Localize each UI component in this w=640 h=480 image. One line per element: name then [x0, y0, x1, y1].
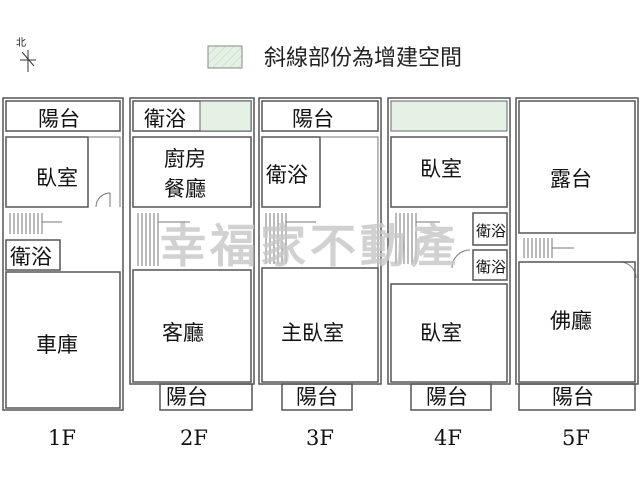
floor-label: 5F — [562, 426, 590, 450]
room-label: 衛浴 — [266, 163, 308, 187]
room-5f-terrace — [518, 100, 636, 234]
extension-area — [199, 100, 252, 132]
room-label: 臥室 — [36, 166, 78, 190]
stair-icon — [9, 213, 62, 234]
room-label: 車庫 — [36, 333, 78, 357]
room-1f-bedroom — [5, 136, 89, 208]
room-4f-bedroom-bottom — [390, 283, 508, 383]
room-3f-master — [261, 267, 379, 383]
room-3f-bath — [261, 136, 321, 208]
room-2f-living — [132, 269, 252, 383]
room-label: 陽台 — [552, 385, 594, 409]
room-4f-bath-1 — [472, 212, 508, 246]
legend-text: 斜線部份為增建空間 — [264, 46, 462, 71]
room-label: 主臥室 — [281, 321, 344, 345]
room-4f-bedroom-top — [390, 136, 508, 208]
room-1f-garage — [5, 271, 121, 409]
door-swing-icon — [451, 249, 471, 269]
room-label: 衛浴 — [144, 107, 186, 131]
door-swing-icon — [619, 261, 637, 279]
room-5f-shrine — [518, 261, 636, 383]
floor-label: 1F — [48, 426, 76, 450]
room-label: 陽台 — [296, 385, 338, 409]
room-label: 臥室 — [420, 321, 462, 345]
door-swing-icon — [95, 192, 111, 208]
room-2f-balcony — [159, 383, 253, 411]
floor-3f: 陽台 衛浴 主臥室 陽台 3F — [258, 97, 382, 450]
room-1f-bath — [5, 239, 61, 271]
watermark-text: 幸福家不動產 — [160, 219, 460, 273]
room-2f-kitchen — [132, 136, 252, 208]
floor-1f: 陽台 臥室 衛浴 車庫 1F — [2, 97, 124, 450]
room-label: 佛廳 — [550, 309, 592, 333]
room-label: 衛浴 — [10, 245, 52, 269]
room-4f-bath-2 — [472, 249, 508, 281]
room-label: 陽台 — [426, 385, 468, 409]
floor-2f: 衛浴 廚房 餐廳 客廳 陽台 2F — [129, 97, 255, 450]
room-3f-balcony-bottom — [281, 383, 353, 411]
floor-4f: 臥室 衛浴 衛浴 臥室 陽台 4F — [387, 97, 511, 450]
room-label: 露台 — [550, 167, 592, 191]
room-label: 臥室 — [420, 157, 462, 181]
floor-label: 4F — [434, 426, 462, 450]
stair-icon — [265, 213, 316, 264]
floor-label: 3F — [306, 426, 334, 450]
floor-1f-outline — [2, 97, 124, 411]
north-arrow-icon — [20, 50, 36, 72]
room-label: 衛浴 — [476, 258, 506, 276]
room-label: 陽台 — [38, 107, 80, 131]
floor-5f: 露台 佛廳 陽台 5F — [515, 97, 639, 450]
floor-label: 2F — [180, 426, 208, 450]
stair-icon — [523, 238, 574, 258]
extension-area — [390, 100, 508, 132]
room-label: 客廳 — [162, 321, 204, 345]
room-label: 餐廳 — [164, 177, 206, 201]
legend-swatch — [207, 45, 243, 69]
room-5f-balcony — [518, 383, 636, 411]
stair-icon — [395, 213, 440, 264]
room-label: 衛浴 — [476, 222, 506, 240]
room-label: 陽台 — [166, 385, 208, 409]
stair-icon — [137, 213, 190, 266]
room-4f-balcony — [410, 383, 492, 411]
room-1f-balcony — [5, 100, 121, 132]
room-label: 廚房 — [164, 147, 206, 171]
floor-5f-outline — [515, 97, 639, 385]
north-label: 北 — [16, 37, 26, 49]
room-label: 陽台 — [292, 107, 334, 131]
room-3f-balcony-top — [261, 100, 379, 132]
